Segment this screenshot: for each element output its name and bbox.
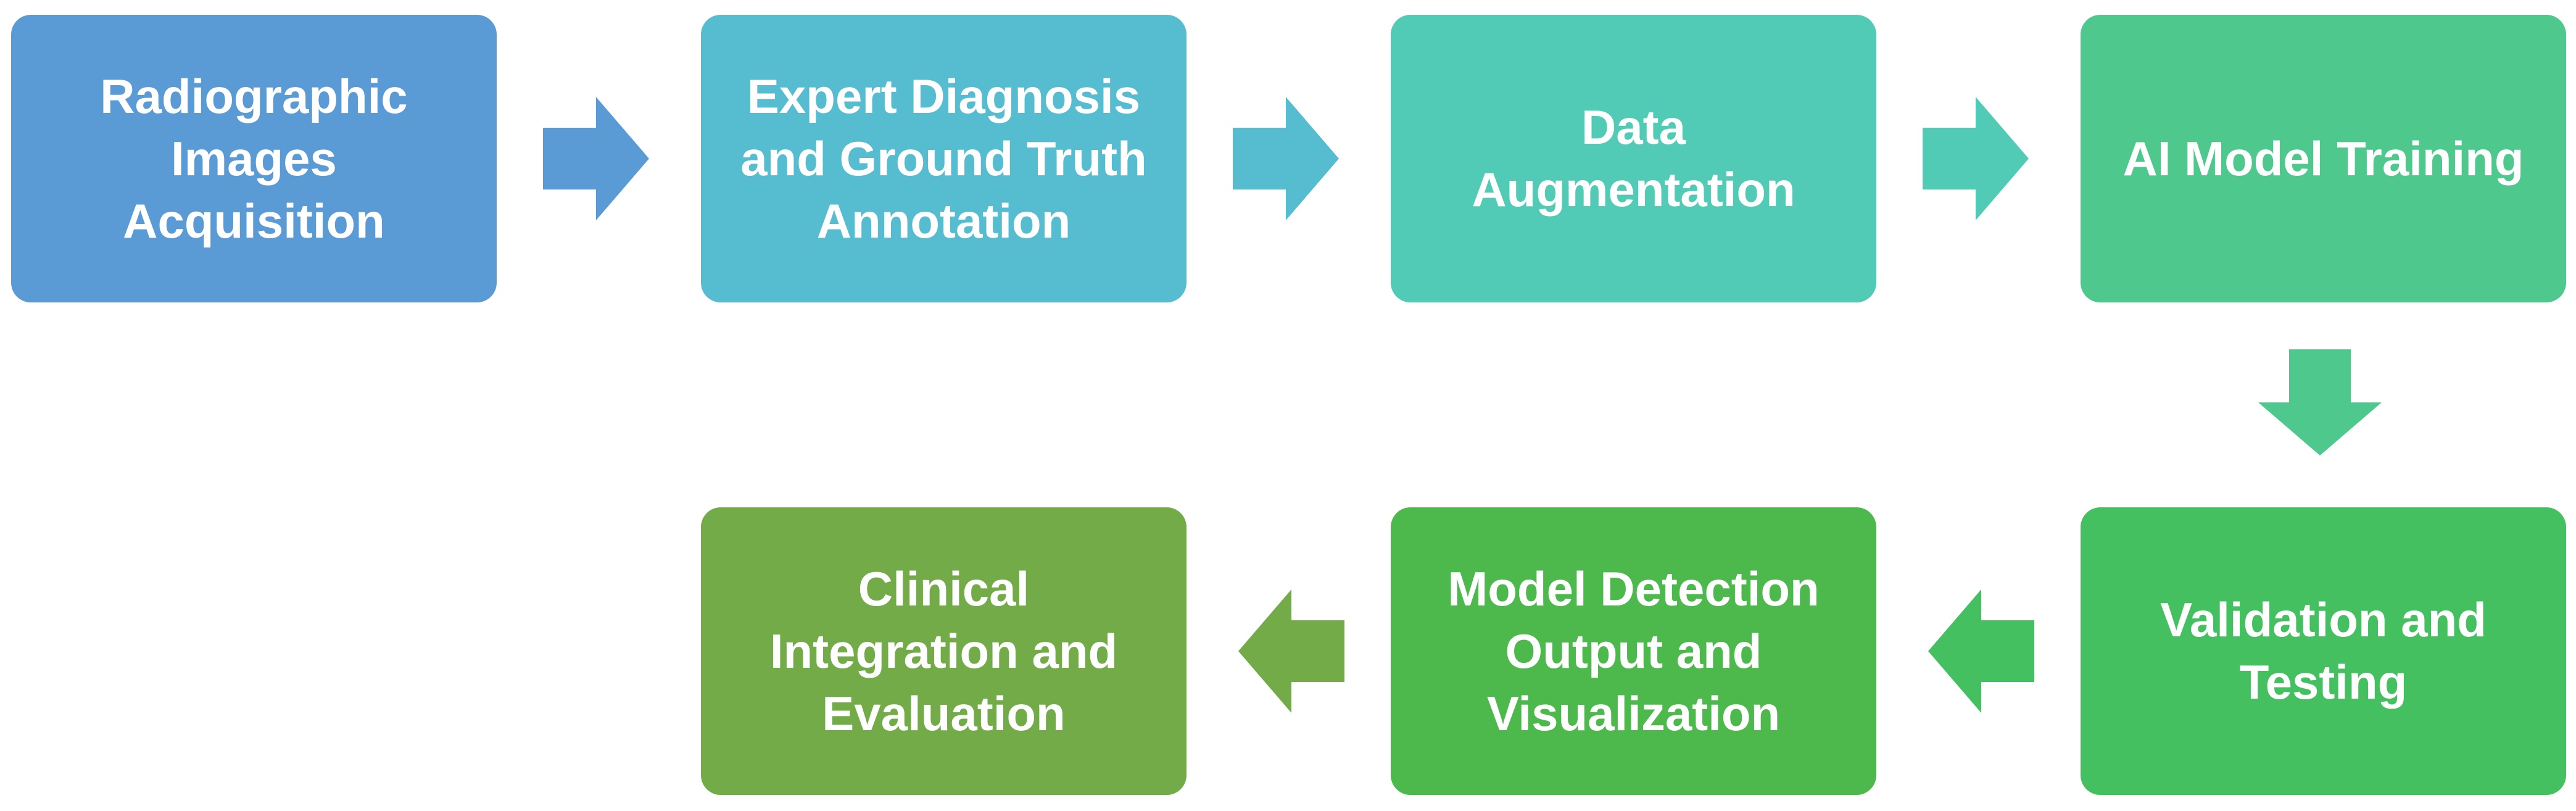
step-label-line: AI Model Training	[2123, 131, 2524, 186]
step-label-line: Images	[171, 131, 337, 186]
step-label: Clinical Integration and Evaluation	[770, 558, 1117, 745]
flow-arrow-left	[1928, 589, 2034, 713]
flow-arrow-right	[1233, 97, 1339, 220]
step-label-line: Clinical	[858, 561, 1030, 616]
step-label: Model Detection Output and Visualization	[1447, 558, 1819, 745]
step-model-detection-output-visualization: Model Detection Output and Visualization	[1391, 507, 1876, 795]
step-label: Expert Diagnosis and Ground Truth Annota…	[740, 65, 1147, 252]
step-label-line: Testing	[2239, 655, 2408, 709]
flow-arrow-right	[1923, 97, 2029, 220]
step-label: Data Augmentation	[1472, 96, 1795, 221]
step-label-line: Data	[1581, 100, 1686, 154]
step-label-line: Model Detection	[1447, 561, 1820, 616]
step-label-line: Radiographic	[100, 69, 408, 123]
step-data-augmentation: Data Augmentation	[1391, 15, 1876, 302]
step-label: Validation and Testing	[2160, 589, 2487, 713]
step-label: AI Model Training	[2123, 128, 2524, 190]
step-label-line: Augmentation	[1472, 162, 1795, 217]
step-validation-and-testing: Validation and Testing	[2081, 507, 2566, 795]
step-label-line: Expert Diagnosis	[747, 69, 1141, 123]
step-label-line: Evaluation	[822, 686, 1066, 741]
step-ai-model-training: AI Model Training	[2081, 15, 2566, 302]
flow-arrow-left	[1238, 589, 1344, 713]
flow-arrow-right	[543, 97, 649, 220]
step-label-line: Output and	[1505, 623, 1762, 678]
step-label-line: Validation and	[2160, 593, 2487, 647]
step-label-line: Integration and	[769, 623, 1118, 678]
step-label-line: and Ground Truth	[740, 131, 1147, 186]
step-label-line: Annotation	[816, 193, 1071, 248]
step-clinical-integration-evaluation: Clinical Integration and Evaluation	[701, 507, 1187, 795]
step-radiographic-images-acquisition: Radiographic Images Acquisition	[11, 15, 497, 302]
step-label-line: Acquisition	[123, 193, 385, 248]
flow-arrow-down	[2258, 349, 2382, 455]
step-label-line: Visualization	[1486, 686, 1781, 741]
step-label: Radiographic Images Acquisition	[100, 65, 407, 252]
step-expert-diagnosis-ground-truth-annotation: Expert Diagnosis and Ground Truth Annota…	[701, 15, 1187, 302]
